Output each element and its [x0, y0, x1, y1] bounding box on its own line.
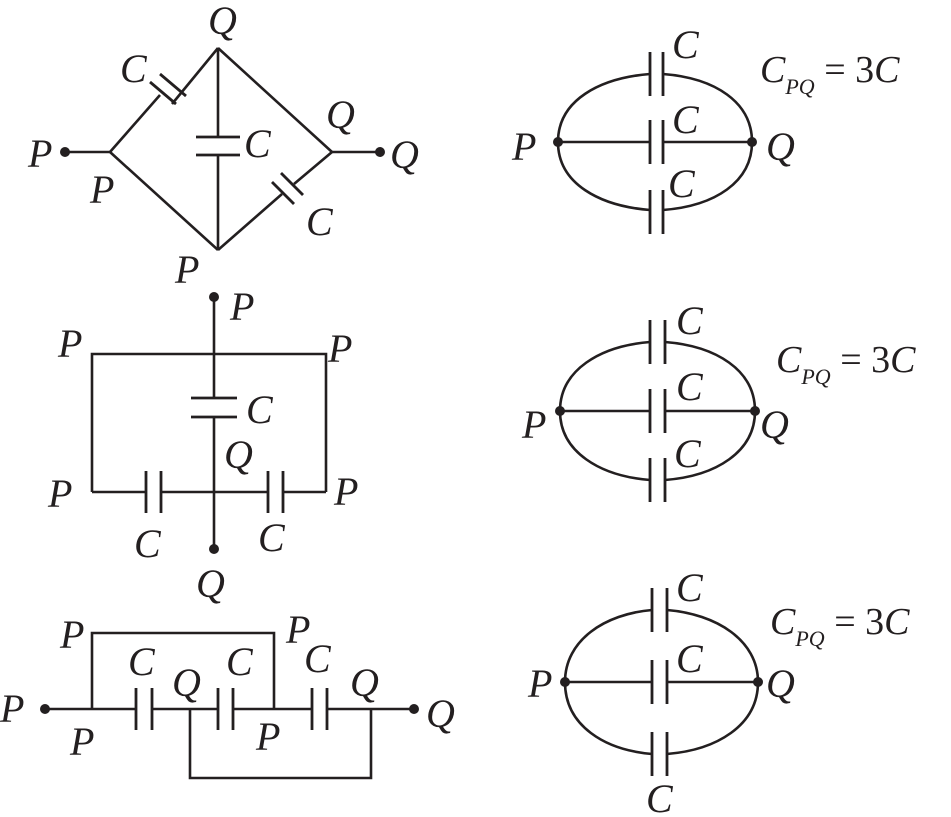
equivalent-capacitance-formula: CPQ = 3C [770, 601, 910, 651]
terminal-dot [555, 406, 565, 416]
terminal-dot [750, 406, 760, 416]
terminal-label-p: P [511, 124, 536, 169]
terminal-label-q: Q [196, 561, 225, 606]
node-label-p: P [255, 714, 280, 759]
terminal-label-q: Q [426, 691, 455, 736]
terminal-dot [60, 147, 70, 157]
equivalent-capacitance-formula: CPQ = 3C [776, 339, 916, 389]
cap-label: C [676, 636, 704, 681]
wire [558, 410, 651, 482]
wire [109, 151, 219, 251]
terminal-label-p: P [527, 661, 552, 706]
terminal-dot [409, 704, 419, 714]
loop-circuit: P P C C C Q Q P Q P P [0, 607, 455, 780]
terminal-dot [753, 677, 763, 687]
cap-label: C [226, 639, 254, 684]
wire [217, 193, 283, 251]
terminal-label-q: Q [390, 132, 419, 177]
diamond-circuit: Q C C Q Q P P C P [27, 0, 419, 292]
wire [90, 631, 276, 709]
capacitor-plate [271, 181, 295, 205]
equivalent-circuit-1: P Q C C C [511, 22, 795, 234]
cap-label: C [258, 515, 286, 560]
node-label-p: P [174, 247, 199, 292]
node-label-p: P [57, 321, 82, 366]
terminal-label-p: P [0, 686, 24, 731]
wire [664, 410, 757, 482]
node-label-p: P [285, 607, 310, 652]
terminal-dot [209, 544, 219, 554]
terminal-label-p: P [521, 402, 546, 447]
wire [662, 72, 754, 143]
wire [188, 709, 373, 780]
terminal-dot [560, 677, 570, 687]
node-label-p: P [327, 326, 352, 371]
node-label-p: P [47, 471, 72, 516]
wire [293, 151, 333, 185]
cap-label: C [674, 431, 702, 476]
equivalent-capacitance-formula: CPQ = 3C [760, 49, 900, 99]
wire [170, 47, 220, 105]
cap-label: C [646, 776, 674, 817]
wire [662, 141, 754, 212]
cap-label: C [304, 636, 332, 681]
wire [666, 681, 760, 756]
terminal-dot [209, 292, 219, 302]
terminal-label-q: Q [766, 661, 795, 706]
node-label-p: P [59, 612, 84, 657]
wire [563, 608, 653, 683]
equivalent-circuit-2: P Q C C C [521, 298, 789, 502]
cap-label: C [676, 565, 704, 610]
node-label-q: Q [224, 432, 253, 477]
cap-label: C [244, 121, 272, 166]
capacitor-plate [159, 72, 187, 98]
wire [666, 608, 760, 683]
cap-label: C [134, 521, 162, 566]
node-label-p: P [333, 469, 358, 514]
rectangle-circuit: P P P C Q P P C C Q [47, 284, 358, 606]
wire [558, 340, 651, 412]
terminal-dot [553, 137, 563, 147]
node-label-q: Q [172, 660, 201, 705]
capacitor-plate [280, 172, 304, 196]
wire [90, 352, 328, 492]
node-label-q: Q [208, 0, 237, 43]
node-label-p: P [89, 167, 114, 212]
capacitor-plate [149, 80, 177, 106]
node-label-q: Q [326, 92, 355, 137]
node-label-p: P [69, 719, 94, 764]
cap-label: C [306, 199, 334, 244]
terminal-dot [747, 137, 757, 147]
wire [556, 141, 651, 212]
cap-label: C [672, 97, 700, 142]
cap-label: C [668, 161, 696, 206]
terminal-label-q: Q [760, 402, 789, 447]
equivalent-circuit-3: P Q C C C [527, 565, 795, 817]
cap-label: C [128, 639, 156, 684]
wire [109, 94, 161, 153]
cap-label: C [672, 22, 700, 67]
terminal-label-q: Q [766, 124, 795, 169]
wire [563, 681, 653, 756]
wire [556, 72, 651, 143]
node-label-q: Q [350, 660, 379, 705]
wire [217, 47, 333, 153]
cap-label: C [120, 46, 148, 91]
terminal-label-p: P [27, 131, 52, 176]
cap-label: C [676, 298, 704, 343]
wire [664, 340, 757, 412]
terminal-dot [375, 147, 385, 157]
cap-label: C [676, 364, 704, 409]
cap-label: C [246, 387, 274, 432]
terminal-dot [40, 704, 50, 714]
terminal-label-p: P [229, 284, 254, 329]
